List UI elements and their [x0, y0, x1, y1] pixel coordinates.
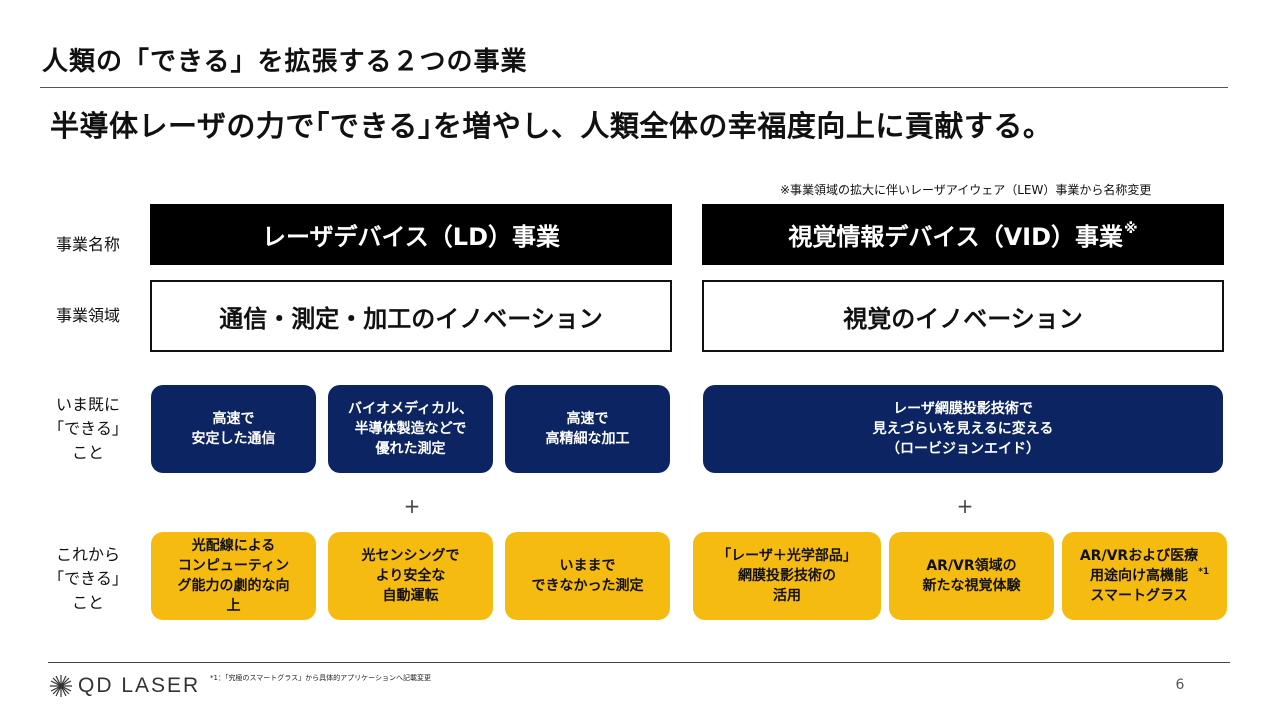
ld-business-name-text: レーザデバイス（LD）事業 — [261, 223, 560, 251]
vid-business-name: 視覚情報デバイス（VID）事業※ — [702, 204, 1224, 265]
row-label-domain: 事業領域 — [55, 306, 120, 325]
vid-future-card-text: AR/VRおよび医療 用途向け高機能 スマートグラス — [1079, 548, 1199, 604]
logo-text: QD LASER — [78, 674, 201, 697]
row-label-now: いま既に 「できる」 こと — [48, 395, 128, 462]
ld-future-card: 光センシングで より安全な 自動運転 — [328, 532, 493, 620]
ld-future-card: いままで できなかった測定 — [505, 532, 670, 620]
page-subtitle: 半導体レーザの力で｢できる｣を増やし、人類全体の幸福度向上に貢献する。 — [50, 109, 1053, 143]
vid-business-domain-text: 視覚のイノベーション — [843, 304, 1083, 333]
starburst-logo-icon — [50, 675, 72, 697]
vid-plus-sign: + — [956, 494, 974, 518]
company-logo: QD LASER — [50, 674, 200, 698]
ld-business-name: レーザデバイス（LD）事業 — [150, 204, 672, 265]
page-number: 6 — [1175, 677, 1185, 693]
vid-future-card: AR/VR領域の 新たな視覚体験 — [889, 532, 1054, 620]
ld-now-card: 高速で 安定した通信 — [151, 385, 316, 473]
footnote-mark: *1 — [1198, 567, 1210, 577]
vid-business-name-text: 視覚情報デバイス（VID）事業 — [788, 223, 1124, 251]
page-title: 人類の「できる」を拡張する２つの事業 — [42, 47, 528, 77]
row-label-name: 事業名称 — [55, 235, 120, 254]
ld-now-card: 高速で 高精細な加工 — [505, 385, 670, 473]
ld-plus-sign: + — [403, 494, 421, 518]
ld-business-domain: 通信・測定・加工のイノベーション — [150, 280, 672, 352]
footer-divider — [48, 662, 1230, 663]
vid-future-card: 「レーザ＋光学部品」 網膜投影技術の 活用 — [693, 532, 881, 620]
ld-now-card: バイオメディカル、 半導体製造などで 優れた測定 — [328, 385, 493, 473]
rename-note: ※事業領域の拡大に伴いレーザアイウェア（LEW）事業から名称変更 — [780, 183, 1152, 197]
vid-business-domain: 視覚のイノベーション — [702, 280, 1224, 352]
ld-future-card: 光配線による コンピューティン グ能力の劇的な向 上 — [151, 532, 316, 620]
ld-business-domain-text: 通信・測定・加工のイノベーション — [219, 304, 603, 333]
title-divider — [40, 87, 1228, 88]
vid-future-card: AR/VRおよび医療 用途向け高機能 スマートグラス*1 — [1062, 532, 1227, 620]
vid-name-mark: ※ — [1124, 220, 1138, 237]
footnote: *1：「究極のスマートグラス」から具体的アプリケーションへ記載変更 — [210, 674, 431, 682]
vid-now-card: レーザ網膜投影技術で 見えづらいを見えるに変える （ロービジョンエイド） — [703, 385, 1223, 473]
row-label-future: これから 「できる」 こと — [48, 545, 128, 612]
